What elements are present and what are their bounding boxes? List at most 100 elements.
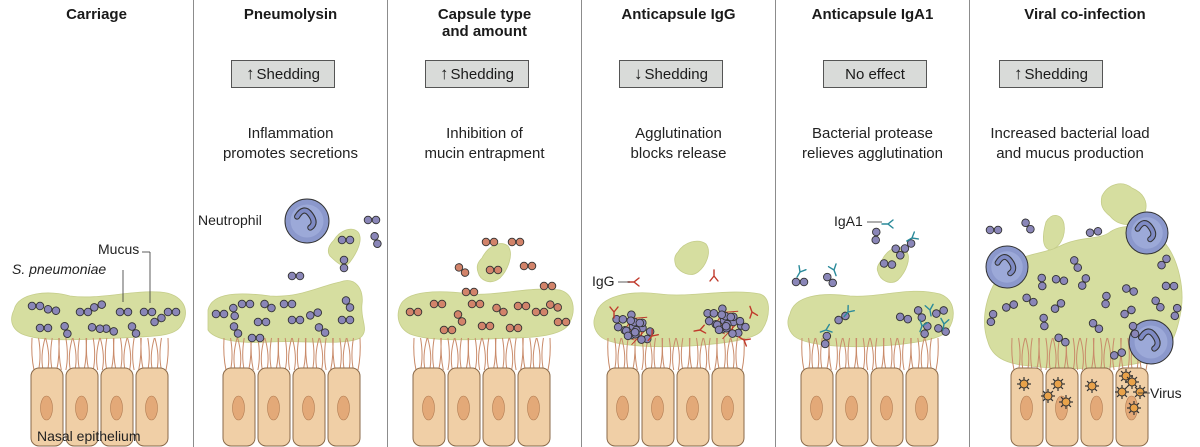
diplococcus: [1101, 291, 1111, 309]
cell-nucleus: [880, 395, 893, 421]
iga1-label: IgA1: [834, 213, 863, 229]
effect-label: Shedding: [644, 65, 708, 83]
diplococcus: [337, 315, 355, 325]
title-line: Capsule type: [437, 6, 532, 23]
coccus: [345, 315, 355, 325]
epithelium-cells: [30, 337, 169, 447]
virus-particle: [1125, 375, 1139, 389]
coccus: [157, 313, 166, 323]
iga1-antibody: [940, 317, 950, 331]
cilium: [509, 337, 514, 371]
panel-title: Carriage: [66, 6, 127, 23]
coccus: [717, 310, 726, 319]
cilium: [672, 337, 677, 371]
diplococcus: [314, 323, 330, 337]
coccus: [267, 303, 276, 313]
description-line: relieves agglutination: [802, 145, 943, 162]
mucus-label: Mucus: [98, 241, 140, 257]
diplococcus: [492, 303, 508, 317]
cilium: [838, 337, 843, 371]
diplococcus: [1088, 319, 1104, 333]
mucus-layer: [674, 240, 709, 275]
cell-nucleus: [845, 395, 858, 421]
diplococcus: [834, 311, 850, 325]
cilium: [478, 337, 483, 371]
iga1-antibody: [924, 303, 934, 317]
coccus: [219, 309, 229, 319]
diplococcus: [1050, 299, 1066, 313]
coccus: [903, 314, 913, 324]
iga1-antibody: [919, 319, 929, 333]
coccus: [887, 260, 897, 269]
description-line: Bacterial protease: [812, 125, 933, 142]
effect-box: No effect: [823, 60, 927, 88]
diplococcus: [150, 313, 166, 327]
coccus: [820, 339, 830, 349]
panel-description: Increased bacterial load and mucus produ…: [970, 124, 1170, 164]
mucus-layer: [1042, 215, 1065, 251]
cilium: [99, 337, 104, 371]
cell-nucleus: [267, 395, 280, 421]
epithelium-cells: [412, 337, 551, 447]
coccus: [900, 244, 910, 253]
virus-core: [1053, 379, 1063, 389]
cilium: [935, 337, 939, 371]
coccus: [447, 325, 457, 335]
diplococcus: [986, 309, 998, 327]
iga1-antibody-shape: [919, 319, 929, 333]
diplococcus: [820, 331, 832, 349]
cell-nucleus: [915, 395, 928, 421]
cilium: [291, 337, 296, 371]
coccus: [373, 239, 382, 249]
cilium: [319, 337, 324, 371]
cilium: [104, 337, 108, 371]
igg-antibody-shape: [709, 269, 719, 282]
virus-core: [1043, 391, 1053, 401]
diplococcus: [237, 299, 255, 309]
diplococcus: [247, 333, 265, 343]
diplococcus: [363, 215, 381, 225]
diplococcus: [1077, 274, 1091, 290]
cilium: [1045, 337, 1048, 371]
coccus: [95, 324, 105, 333]
cilium: [607, 337, 611, 371]
effect-box: ↓ Shedding: [619, 60, 723, 88]
coccus: [1002, 303, 1011, 312]
coccus: [51, 306, 61, 315]
diplococcus: [871, 227, 881, 245]
diplococcus: [1022, 293, 1038, 307]
coccus: [313, 308, 323, 317]
coccus: [131, 329, 141, 338]
coccus: [469, 287, 479, 297]
diplococcus: [714, 321, 731, 335]
diplococcus: [932, 306, 948, 318]
cilium: [801, 337, 805, 371]
diplococcus: [27, 301, 45, 311]
coccus: [993, 225, 1003, 235]
coccus: [553, 303, 563, 312]
coccus: [460, 268, 470, 277]
igg-antibody-shape: [647, 328, 659, 342]
virus-core: [1127, 377, 1137, 387]
coccus: [871, 235, 880, 245]
igg-antibody: [738, 336, 752, 347]
cilium: [288, 337, 293, 371]
cilium: [68, 337, 73, 371]
diplococcus: [461, 287, 479, 297]
igg-antibody: [693, 324, 707, 334]
effect-label: Shedding: [450, 65, 514, 83]
virus-core: [1019, 379, 1029, 389]
diplococcus: [531, 307, 549, 317]
coccus: [932, 309, 941, 318]
cell-nucleus: [1020, 395, 1033, 421]
diplococcus: [485, 265, 503, 275]
virus-core: [1129, 403, 1139, 413]
cilium: [223, 337, 227, 371]
iga1-antibody: [843, 304, 855, 318]
cell-nucleus: [422, 395, 435, 421]
coccus: [1109, 351, 1119, 360]
cell-nucleus: [232, 395, 245, 421]
effect-label: Shedding: [256, 65, 320, 83]
panel-pneumolysin: Pneumolysin ↑ Shedding Inflammation prom…: [194, 0, 387, 447]
diplococcus: [1054, 333, 1070, 347]
